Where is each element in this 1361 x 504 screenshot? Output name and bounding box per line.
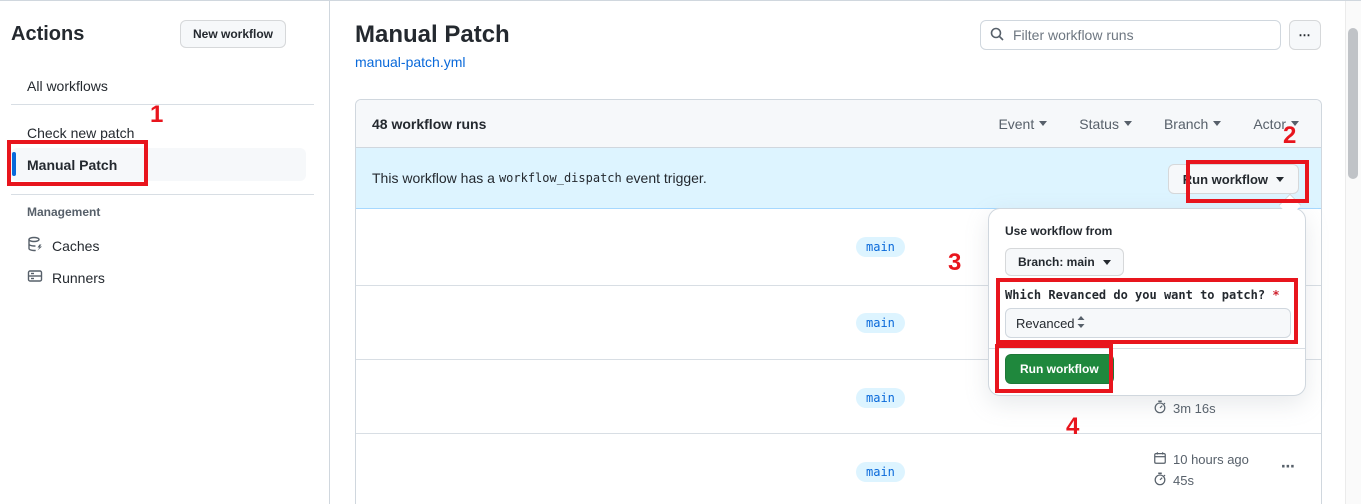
selected-accent-bar — [12, 152, 16, 176]
chevron-down-icon — [1213, 121, 1222, 126]
run-workflow-popup: Use workflow from Branch: main Which Rev… — [988, 208, 1306, 396]
management-section-header: Management — [27, 205, 101, 219]
run-time: 10 hours ago — [1153, 451, 1249, 468]
status-filter-dropdown[interactable]: Status — [1079, 116, 1132, 132]
runners-icon — [27, 268, 43, 287]
branch-badge[interactable]: main — [856, 388, 905, 408]
chevron-down-icon — [1102, 259, 1111, 265]
sidebar-item-label: All workflows — [27, 77, 108, 94]
scrollbar-track[interactable] — [1345, 1, 1361, 504]
sidebar-item-check-new-patch[interactable]: Check new patch — [11, 116, 306, 149]
workflow-dispatch-banner: This workflow has a workflow_dispatch ev… — [356, 148, 1321, 209]
stopwatch-icon — [1153, 400, 1167, 417]
run-workflow-dropdown-button[interactable]: Run workflow — [1167, 164, 1299, 194]
use-workflow-from-label: Use workflow from — [1005, 224, 1113, 238]
chevron-down-icon — [1276, 176, 1284, 182]
calendar-icon — [1153, 451, 1167, 468]
chevron-down-icon — [1291, 121, 1299, 126]
revanced-select[interactable]: Revanced — [1005, 308, 1291, 338]
branch-badge[interactable]: main — [856, 462, 905, 482]
workflow-runs-list: 48 workflow runs Event Status Branch Act… — [355, 99, 1322, 504]
stopwatch-icon — [1153, 472, 1167, 489]
workflow-run-row[interactable]: main 10 hours ago 45s ⋯ — [356, 433, 1321, 504]
up-down-chevrons-icon — [1075, 315, 1087, 332]
actor-filter-dropdown[interactable]: Actor — [1253, 116, 1299, 132]
search-icon — [989, 26, 1005, 45]
chevron-down-icon — [1123, 121, 1132, 126]
sidebar-item-label: Caches — [52, 237, 100, 254]
workflow-file-link[interactable]: manual-patch.yml — [355, 54, 466, 70]
branch-badge[interactable]: main — [856, 237, 905, 257]
scrollbar-thumb[interactable] — [1348, 28, 1358, 179]
workflow-run-row[interactable]: main — [356, 285, 1321, 359]
event-filter-dropdown[interactable]: Event — [998, 116, 1048, 132]
required-asterisk: * — [1272, 288, 1280, 302]
sidebar-item-manual-patch[interactable]: Manual Patch — [11, 148, 306, 181]
chevron-down-icon — [1039, 121, 1048, 126]
sidebar-item-runners[interactable]: Runners — [27, 268, 105, 287]
sidebar-item-label: Check new patch — [27, 124, 135, 141]
run-workflow-submit-button[interactable]: Run workflow — [1005, 354, 1114, 384]
cache-icon — [27, 236, 43, 255]
sidebar-title: Actions — [11, 23, 85, 45]
filter-workflow-runs-input[interactable] — [1013, 27, 1272, 43]
sidebar-item-caches[interactable]: Caches — [27, 236, 99, 255]
workflow-dispatch-code: workflow_dispatch — [498, 171, 622, 185]
run-duration: 45s — [1153, 472, 1194, 489]
runs-count: 48 workflow runs — [372, 115, 487, 132]
sidebar-divider — [11, 194, 314, 195]
sidebar-item-label: Runners — [52, 269, 105, 286]
workflow-run-row[interactable]: main 3m 16s — [356, 359, 1321, 433]
page-title: Manual Patch — [355, 21, 510, 48]
run-duration: 3m 16s — [1153, 400, 1216, 417]
filter-workflow-runs-box — [980, 20, 1281, 50]
sidebar-item-all-workflows[interactable]: All workflows — [11, 69, 306, 102]
actions-sidebar: Actions New workflow All workflows Check… — [0, 1, 330, 504]
new-workflow-button[interactable]: New workflow — [179, 20, 286, 48]
sidebar-divider — [11, 104, 314, 105]
runs-list-header: 48 workflow runs Event Status Branch Act… — [356, 100, 1321, 148]
sidebar-item-label: Manual Patch — [27, 156, 118, 173]
run-options-kebab[interactable]: ⋯ — [1281, 458, 1297, 474]
workflow-more-options-button[interactable]: ⋯ — [1289, 20, 1321, 50]
workflow-input-label: Which Revanced do you want to patch? * — [1005, 288, 1280, 302]
branch-badge[interactable]: main — [856, 312, 905, 333]
workflow-run-row[interactable]: main — [356, 209, 1321, 285]
popup-divider — [989, 348, 1305, 349]
branch-selector-button[interactable]: Branch: main — [1005, 248, 1124, 276]
branch-filter-dropdown[interactable]: Branch — [1164, 116, 1222, 132]
